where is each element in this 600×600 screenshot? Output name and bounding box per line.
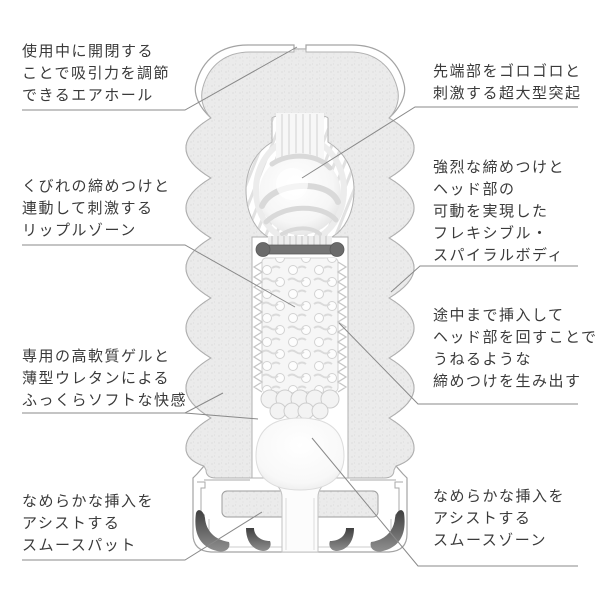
annotation-text: フレキシブル・ bbox=[433, 225, 549, 242]
annotation-text: ヘッド部を回すことで bbox=[433, 329, 598, 346]
annotation-ripple-zone: くびれの締めつけと 連動して刺激する リップルゾーン bbox=[22, 176, 171, 242]
annotation-text: 使用中に開閉する bbox=[22, 43, 155, 60]
leader-lines bbox=[22, 46, 578, 567]
smooth-bulb bbox=[255, 417, 345, 491]
entry-funnel bbox=[268, 475, 332, 553]
leader-ripple-zone bbox=[22, 244, 296, 308]
annotation-text: うねるような bbox=[433, 351, 533, 368]
annotation-text: 先端部をゴロゴロと bbox=[433, 63, 582, 80]
annotation-text: 強烈な締めつけと bbox=[433, 159, 566, 176]
annotation-text: スムースゾーン bbox=[433, 532, 548, 549]
leader-twisting-squeeze bbox=[338, 322, 578, 405]
twist-section bbox=[260, 389, 340, 420]
leader-smooth-pad bbox=[22, 511, 263, 561]
annotation-text: なめらかな挿入を bbox=[22, 493, 155, 510]
annotation-smooth-zone: なめらかな挿入を アシストする スムースゾーン bbox=[433, 486, 565, 552]
leader-air-hole bbox=[22, 46, 298, 111]
leader-soft-gel bbox=[22, 392, 259, 420]
annotation-text: アシストする bbox=[22, 515, 121, 532]
annotation-text: 薄型ウレタンによる bbox=[22, 370, 171, 387]
annotation-text: スムースパット bbox=[22, 537, 137, 554]
leader-giant-nub bbox=[301, 106, 578, 179]
annotation-giant-nub: 先端部をゴロゴロと 刺激する超大型突起 bbox=[433, 61, 582, 105]
textured-rod bbox=[252, 257, 348, 393]
annotation-text: スパイラルボディ bbox=[433, 247, 564, 264]
neck-ribs bbox=[268, 236, 332, 246]
leader-flexible-spiral-body bbox=[390, 265, 578, 293]
rod-teeth-left bbox=[252, 261, 264, 393]
annotation-soft-gel: 専用の高軟質ゲルと 薄型ウレタンによる ふっくらソフトな快感 bbox=[22, 346, 187, 412]
annotation-text: 可動を実現した bbox=[433, 203, 549, 220]
annotation-text: 刺激する超大型突起 bbox=[433, 85, 582, 102]
annotation-text: できるエアホール bbox=[22, 87, 154, 104]
annotation-text: リップルゾーン bbox=[22, 222, 137, 239]
annotation-text: くびれの締めつけと bbox=[22, 178, 171, 195]
annotation-smooth-pad: なめらかな挿入を アシストする スムースパット bbox=[22, 491, 154, 557]
annotation-text: 連動して刺激する bbox=[22, 200, 154, 217]
ripple-ring bbox=[255, 242, 345, 257]
annotation-text: ヘッド部の bbox=[433, 181, 516, 198]
leader-smooth-zone bbox=[311, 437, 578, 567]
annotation-twisting-squeeze: 途中まで挿入して ヘッド部を回すことで うねるような 締めつけを生み出す bbox=[433, 305, 598, 393]
base-shadows bbox=[195, 510, 405, 552]
annotation-text: なめらかな挿入を bbox=[433, 488, 566, 505]
annotation-text: アシストする bbox=[433, 510, 532, 527]
spiral-head bbox=[259, 113, 341, 236]
annotation-text: ことで吸引力を調節 bbox=[22, 65, 171, 82]
rod-teeth-right bbox=[336, 261, 348, 393]
annotation-text: 締めつけを生み出す bbox=[433, 373, 582, 390]
annotation-text: ふっくらソフトな快感 bbox=[22, 392, 188, 409]
annotation-flexible-spiral-body: 強烈な締めつけと ヘッド部の 可動を実現した フレキシブル・ スパイラルボディ bbox=[433, 157, 565, 267]
annotation-text: 専用の高軟質ゲルと bbox=[22, 348, 171, 365]
annotation-air-hole: 使用中に開閉する ことで吸引力を調節 できるエアホール bbox=[22, 41, 170, 107]
annotation-text: 途中まで挿入して bbox=[433, 307, 565, 324]
